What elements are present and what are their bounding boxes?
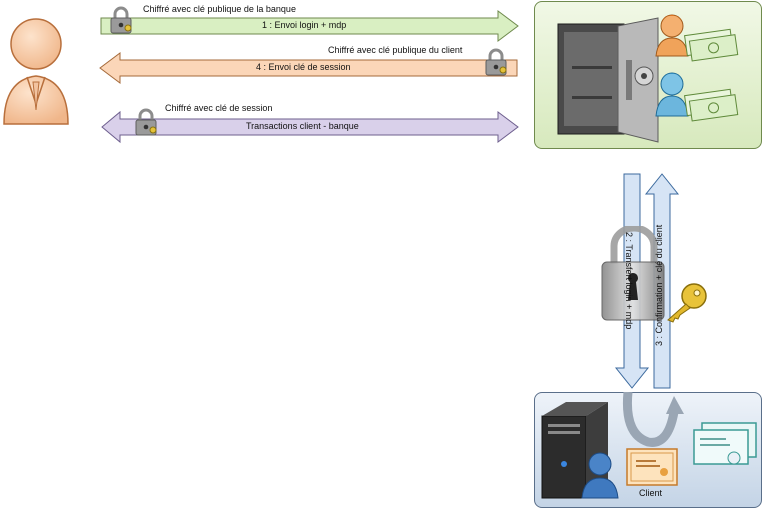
lock-icon — [135, 108, 157, 136]
money-person-icon — [655, 14, 739, 62]
curved-arrow — [622, 392, 684, 447]
server-icon — [541, 402, 619, 499]
key-icon — [667, 283, 707, 323]
arrow-1-shape — [100, 10, 519, 42]
safe-icon — [557, 17, 659, 143]
certificate-icon — [693, 422, 757, 465]
certificate-icon — [626, 448, 678, 486]
arrow-5-label: Transactions client - banque — [246, 121, 359, 131]
arrow-1-caption: Chiffré avec clé publique de la banque — [143, 4, 296, 14]
arrow-4-caption: Chiffré avec clé publique du client — [328, 45, 463, 55]
lock-icon — [601, 226, 665, 321]
arrow-5-shape — [101, 110, 519, 144]
lock-icon — [485, 48, 507, 76]
arrow-1-label: 1 : Envoi login + mdp — [262, 20, 347, 30]
arrow-2-label: 2 : Transfert login + mdp — [624, 232, 634, 330]
arrow-4-label: 4 : Envoi clé de session — [256, 62, 351, 72]
client-label: Client — [639, 488, 663, 498]
lock-icon — [110, 6, 132, 34]
arrow-5-caption: Chiffré avec clé de session — [165, 103, 273, 113]
money-person-icon — [655, 72, 739, 122]
user-icon — [3, 18, 69, 125]
arrow-3-label: 3 : Confirmation + clé du client — [654, 224, 664, 346]
arrow-4-shape — [99, 52, 518, 84]
